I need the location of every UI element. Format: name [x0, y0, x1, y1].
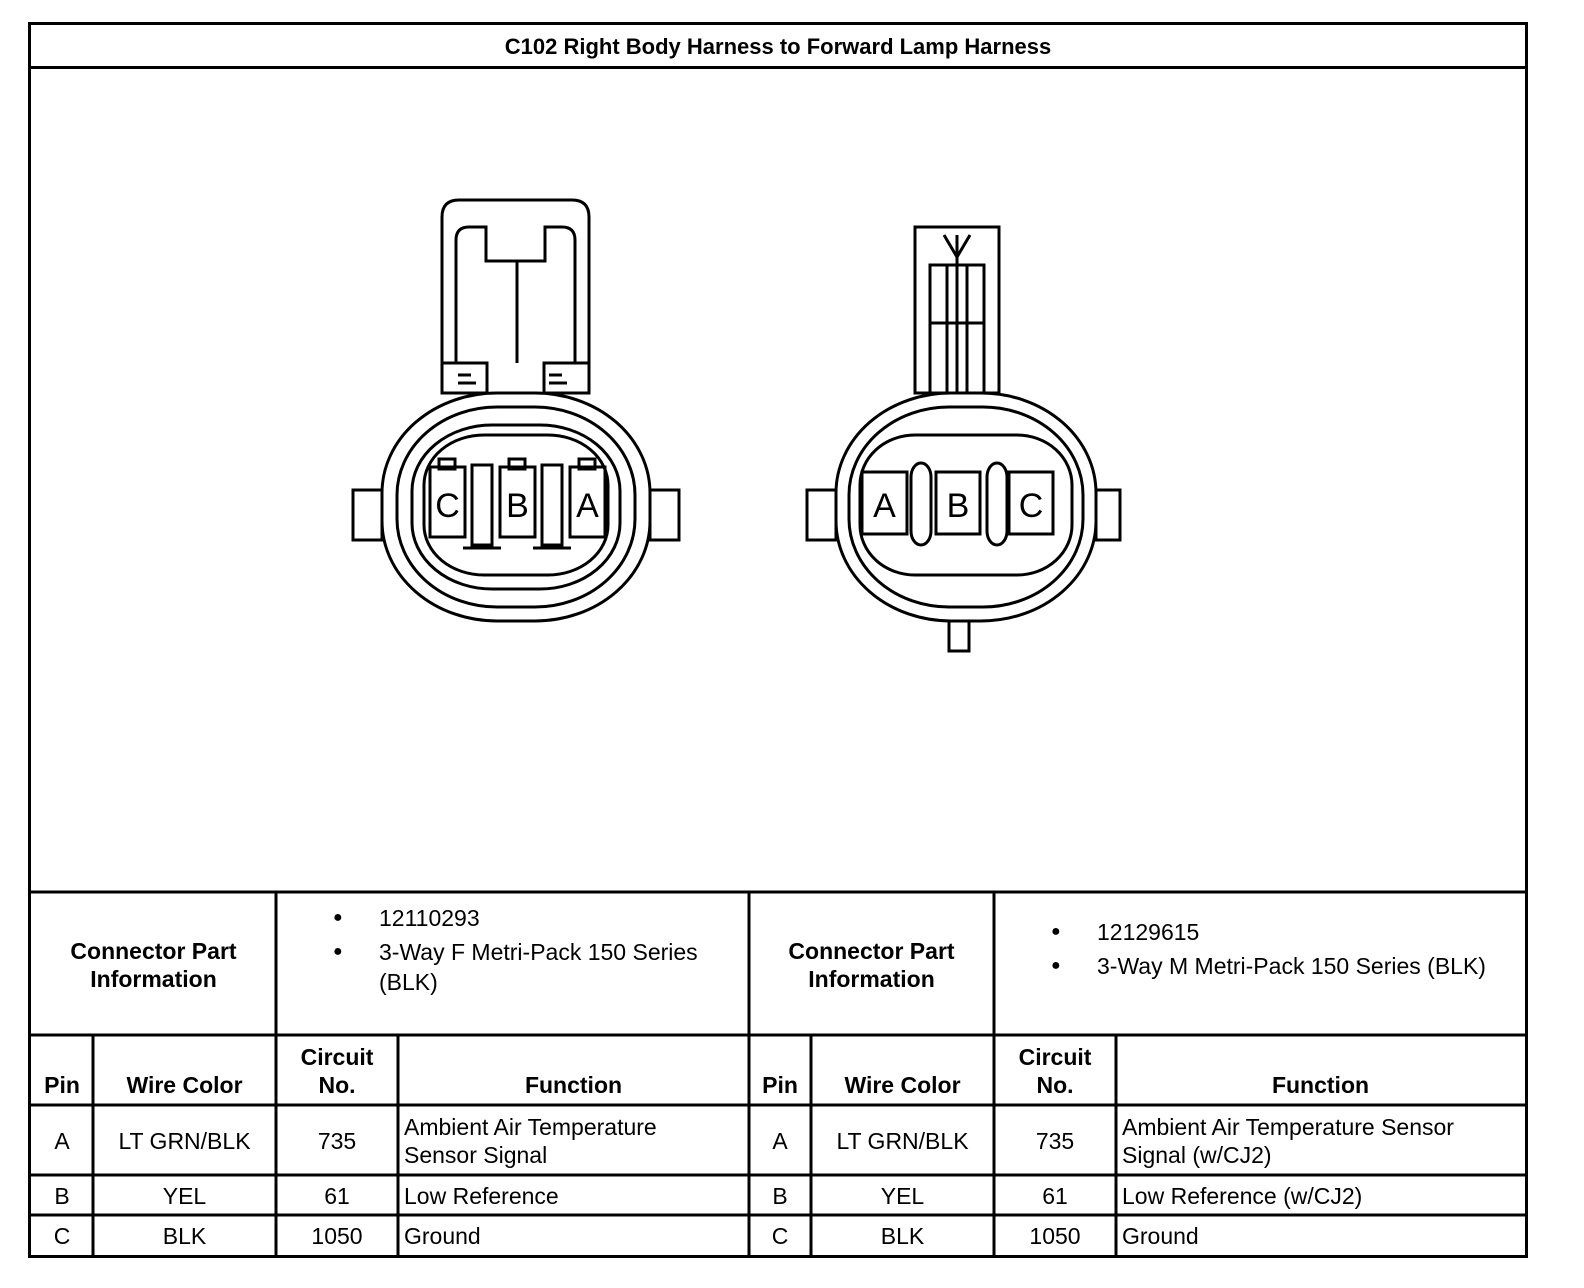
- column-header-circuit: Circuit No.: [1018, 1044, 1092, 1098]
- function-cell: Ambient Air Temperature Sensor Signal (w…: [1122, 1114, 1454, 1168]
- connector-part-info-list: 12110293 3-Way F Metri-Pack 150 Series (…: [329, 903, 749, 997]
- circuit-cell: 735: [1035, 1128, 1075, 1154]
- column-header-pin: Pin: [44, 1072, 80, 1098]
- pinout-frame: C102 Right Body Harness to Forward Lamp …: [28, 22, 1528, 1258]
- wire-color-cell: YEL: [162, 1183, 207, 1209]
- part-description: 3-Way M Metri-Pack 150 Series (BLK): [1047, 951, 1527, 981]
- cavity-label: B: [947, 487, 970, 525]
- column-header-function: Function: [1271, 1072, 1370, 1098]
- connector-drawings: C B A: [351, 198, 1122, 653]
- function-cell: Low Reference (w/CJ2): [1122, 1183, 1363, 1209]
- cavity-label: A: [576, 487, 599, 525]
- circuit-cell: 1050: [311, 1223, 363, 1249]
- cavity-label: B: [506, 487, 529, 525]
- wire-color-cell: BLK: [162, 1223, 207, 1249]
- connector-part-info-label: Connector Part Information: [70, 937, 237, 992]
- column-header-circuit: Circuit No.: [300, 1044, 374, 1098]
- pin-cell: B: [54, 1183, 70, 1209]
- cavity-label: C: [435, 487, 460, 525]
- function-cell: Ambient Air Temperature Sensor Signal: [404, 1114, 657, 1168]
- column-header-function: Function: [524, 1072, 623, 1098]
- connector-part-info-list: 12129615 3-Way M Metri-Pack 150 Series (…: [1047, 917, 1527, 981]
- pin-cell: C: [771, 1223, 789, 1249]
- part-number: 12129615: [1047, 917, 1527, 947]
- wire-color-cell: LT GRN/BLK: [118, 1128, 251, 1154]
- circuit-cell: 1050: [1029, 1223, 1081, 1249]
- connector-part-info-label: Connector Part Information: [788, 937, 955, 992]
- cavity-label: C: [1019, 487, 1044, 525]
- function-cell: Low Reference: [404, 1183, 559, 1209]
- pin-cell: A: [772, 1128, 788, 1154]
- female-connector-drawing: C B A: [351, 198, 681, 623]
- function-cell: Ground: [404, 1223, 481, 1249]
- pin-cell: A: [54, 1128, 70, 1154]
- male-connector-drawing: A B C: [805, 225, 1122, 653]
- function-cell: Ground: [1122, 1223, 1199, 1249]
- wire-color-cell: BLK: [880, 1223, 925, 1249]
- wire-color-cell: LT GRN/BLK: [836, 1128, 969, 1154]
- part-number: 12110293: [329, 903, 749, 933]
- column-header-wire-color: Wire Color: [126, 1072, 243, 1098]
- diagram-title: C102 Right Body Harness to Forward Lamp …: [31, 25, 1525, 69]
- column-header-wire-color: Wire Color: [844, 1072, 961, 1098]
- part-description: 3-Way F Metri-Pack 150 Series (BLK): [329, 937, 749, 997]
- pin-cell: C: [53, 1223, 71, 1249]
- circuit-cell: 735: [317, 1128, 357, 1154]
- circuit-cell: 61: [324, 1183, 350, 1209]
- cavity-label: A: [873, 487, 896, 525]
- pinout-table-grid: [31, 890, 1525, 1255]
- wire-color-cell: YEL: [880, 1183, 925, 1209]
- circuit-cell: 61: [1042, 1183, 1068, 1209]
- column-header-pin: Pin: [762, 1072, 798, 1098]
- pin-cell: B: [772, 1183, 788, 1209]
